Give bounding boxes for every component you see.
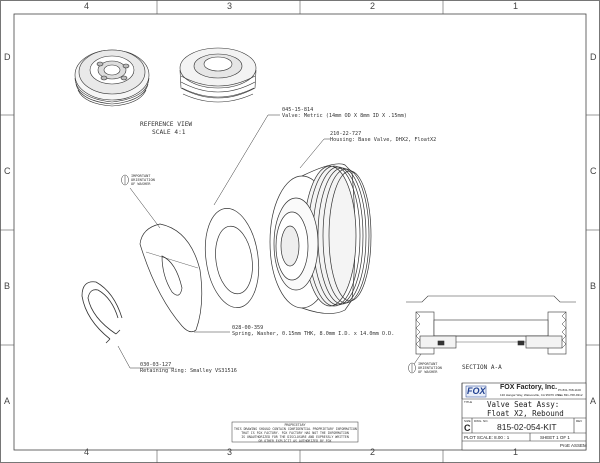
zone-row-c: C — [4, 166, 11, 176]
sheet-count: SHEET 1 OF 1 — [540, 435, 570, 440]
company-fax: Fax 831-768-9312 — [558, 393, 583, 397]
spring-washer — [139, 223, 203, 333]
drawing-title-line2: Float X2, Rebound — [487, 409, 564, 418]
spring-part-number: 028-00-359 — [232, 325, 264, 331]
orientation-upper-line2: ORIENTATION — [131, 178, 155, 183]
zone-row-a-right: A — [590, 396, 597, 406]
sheet-size: C — [464, 423, 471, 433]
title-block — [461, 382, 587, 451]
proprietary-line1: PROPRIETARY — [284, 423, 306, 427]
company-phone: Ph 831-768-1100 — [558, 388, 581, 392]
leader-lines — [117, 114, 429, 369]
reference-view-title: REFERENCE VIEW — [140, 121, 193, 128]
zone-col-4: 4 — [84, 1, 90, 11]
zone-col-1-bottom: 1 — [513, 447, 519, 457]
zone-row-a: A — [4, 396, 11, 406]
zone-col-1: 1 — [513, 1, 519, 11]
retaining-ring — [81, 281, 123, 344]
proprietary-line5: OR OTHER EXPLICIT AS AUTHORIZED BY FOX — [258, 439, 332, 443]
ring-part-number: 030-03-127 — [140, 362, 172, 368]
orientation-upper-line3: OF WASHER — [131, 182, 151, 187]
zone-row-b-right: B — [590, 281, 597, 291]
section-label: SECTION A-A — [462, 364, 502, 371]
housing-part-number: 210-22-727 — [330, 131, 362, 137]
title-caption: TITLE — [464, 400, 473, 404]
valve-description: Valve: Metric (14mm OD X 8mm ID X .15mm) — [282, 113, 407, 119]
orientation-lower-line1: IMPORTANT — [418, 362, 438, 366]
orientation-note-lower: IMPORTANT ORIENTATION OF WASHER — [418, 362, 442, 375]
orientation-icon-upper — [121, 174, 129, 186]
orientation-lower-line3: OF WASHER — [418, 370, 438, 375]
proprietary-line3: THAT IS FOX FACTORY. FOX FACTORY HAS NOT… — [241, 431, 349, 435]
company-name: FOX Factory, Inc. — [500, 384, 558, 391]
company-address: 130 Hangar Way, Watsonville, CA 95076 US… — [500, 393, 561, 397]
size-caption: SIZE — [464, 419, 471, 423]
fox-logo: FOX — [467, 386, 486, 396]
orientation-lower-line2: ORIENTATION — [418, 366, 442, 371]
orientation-upper-line1: IMPORTANT — [131, 174, 151, 178]
proprietary-box — [231, 421, 359, 443]
spring-description: Spring, Washer, 0.15mm THK, 8.0mm I.D. x… — [232, 331, 395, 337]
proprietary-line4: IS UNAUTHORIZED FOR THE DISCLOSURE AND E… — [241, 435, 349, 439]
zone-col-4-bottom: 4 — [84, 447, 90, 457]
drawing-title-line1: Valve Seat Assy: — [487, 400, 560, 409]
valve-part-number: 045-15-814 — [282, 107, 314, 113]
ring-description: Retaining Ring: Smalley VS31516 — [140, 368, 237, 374]
zone-row-c-right: C — [590, 166, 597, 176]
reference-view-scale: SCALE 4:1 — [152, 129, 186, 136]
zone-col-2: 2 — [370, 1, 376, 11]
zone-col-2-bottom: 2 — [370, 447, 376, 457]
reference-view-back — [179, 47, 257, 103]
zone-row-d-right: D — [590, 52, 597, 62]
housing-part — [269, 163, 372, 314]
orientation-icon-lower — [408, 362, 416, 374]
reference-view-front — [74, 49, 150, 107]
plot-scale: PLOT SCALE: 8.00 : 1 — [464, 435, 510, 440]
zone-row-d: D — [4, 52, 11, 62]
valve-disc — [204, 208, 260, 308]
drawing-number: 815-02-054-KIT — [497, 422, 557, 432]
rev-caption: REV — [576, 419, 583, 423]
software-label: ProE ASSEM — [560, 443, 587, 448]
housing-description: Housing: Base Valve, DHX2, FloatX2 — [330, 137, 437, 143]
zone-col-3: 3 — [227, 1, 233, 11]
proprietary-notice: PROPRIETARY THIS DRAWING SHOULD CONTAIN … — [234, 423, 357, 443]
zone-col-3-bottom: 3 — [227, 447, 233, 457]
orientation-note-upper: IMPORTANT ORIENTATION OF WASHER — [131, 174, 155, 187]
zone-row-b: B — [4, 281, 11, 291]
proprietary-line2: THIS DRAWING SHOULD CONTAIN CONFIDENTIAL… — [234, 427, 357, 431]
section-view — [406, 295, 576, 355]
dwg-caption: DWG. NO. — [474, 419, 489, 423]
